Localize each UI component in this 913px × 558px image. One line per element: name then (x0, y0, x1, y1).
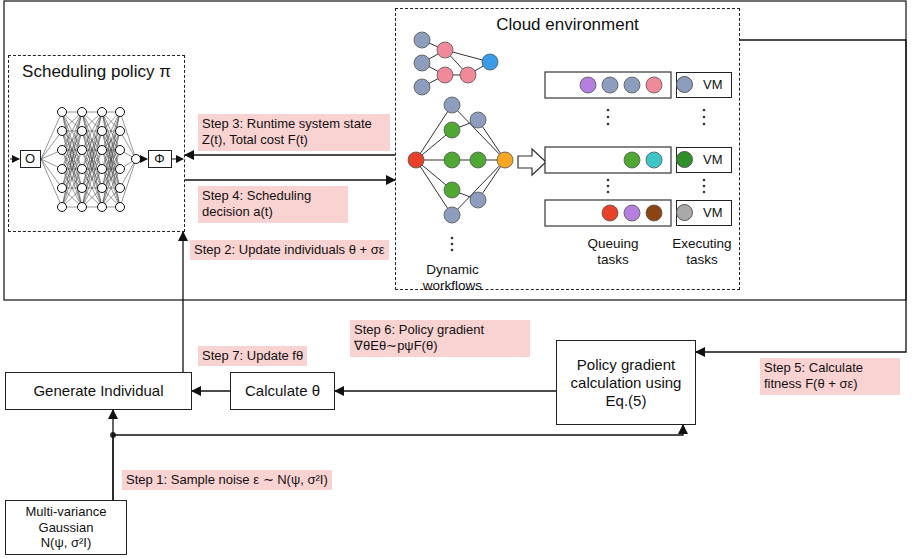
neuron (98, 184, 107, 193)
neuron (78, 108, 87, 117)
neuron (78, 165, 87, 174)
caption-label: Executing tasks (668, 236, 736, 268)
node-label: Calculate θ (245, 382, 320, 400)
node-label: VM (703, 205, 723, 221)
task-queues (545, 72, 671, 226)
group-title: Scheduling policy π (9, 62, 184, 82)
neuron (78, 146, 87, 155)
flow-arrow (185, 154, 395, 155)
flow-arrow (185, 179, 395, 180)
neuron (58, 127, 67, 136)
workflow-tasks (408, 32, 513, 223)
input-box: O (20, 150, 41, 168)
output-box: Φ (148, 150, 172, 168)
step-label: Step 7: Update fθ (198, 346, 307, 366)
neuron (58, 108, 67, 117)
neuron (58, 146, 67, 155)
neuron (98, 165, 107, 174)
group-title: Cloud environment (396, 15, 739, 35)
vm-box: VM (676, 200, 732, 226)
step-label: Step 1: Sample noise ε ∼ N(ψ, σ²I) (122, 470, 332, 490)
neuron (98, 108, 107, 117)
dispatch-arrow (518, 149, 546, 175)
queued-tasks (580, 77, 662, 221)
step-label: Step 4: Scheduling decision a(t) (198, 186, 348, 223)
process-box: Calculate θ (230, 372, 335, 410)
caption-label: Dynamic workflows (400, 262, 505, 294)
vm-task (676, 76, 693, 93)
neuron (116, 146, 125, 155)
node-label: Generate Individual (33, 382, 163, 400)
input-arrow (10, 159, 19, 160)
policy-box: Scheduling policy π O Φ (8, 55, 185, 232)
neuron (116, 108, 125, 117)
nn-weight (102, 150, 120, 207)
neuron (116, 127, 125, 136)
neuron (98, 203, 107, 212)
caption-label: Queuing tasks (578, 236, 648, 268)
step-label: Step 6: Policy gradient ∇θEθ∼pψF(θ) (350, 320, 530, 357)
process-box: Generate Individual (5, 372, 192, 410)
vm-task (676, 151, 693, 168)
flow-arrow (113, 425, 683, 500)
neuron (58, 184, 67, 193)
outer-frame (4, 1, 906, 300)
node-label: O (25, 151, 35, 167)
flow-arrow (335, 390, 556, 391)
step-label: Step 5: Calculate fitness F(θ + σε) (760, 358, 900, 395)
node-label: Policy gradient calculation using Eq.(5) (563, 356, 689, 410)
process-box: Policy gradient calculation using Eq.(5) (556, 340, 696, 425)
nn-weight (82, 112, 102, 207)
neuron (78, 184, 87, 193)
node-label: Multi-variance Gaussian (12, 504, 120, 535)
source-box: Multi-variance GaussianN(ψ, σ²I) (5, 500, 127, 555)
nn-weight (62, 112, 82, 207)
nn-input (41, 159, 62, 188)
output-arrow (140, 159, 147, 160)
neuron (58, 165, 67, 174)
neuron (78, 203, 87, 212)
neuron (58, 203, 67, 212)
flow-arrow (182, 232, 183, 372)
node-label: VM (703, 77, 723, 93)
vm-box: VM (676, 147, 732, 173)
neuron (98, 127, 107, 136)
nn-input (41, 131, 62, 159)
step-label: Step 3: Runtime system state Z(t), Total… (198, 114, 390, 151)
neuron (132, 155, 141, 164)
node-label: Φ (154, 151, 164, 167)
nn-weight (62, 150, 82, 207)
flow-arrow (192, 390, 230, 391)
node-label: VM (703, 152, 723, 168)
ellipsis-dots (110, 109, 705, 438)
nn-weight (82, 150, 102, 207)
neuron (116, 203, 125, 212)
nn-weight (102, 112, 120, 207)
neuron (98, 146, 107, 155)
nn-weight (102, 112, 120, 207)
nn-weight (82, 112, 102, 207)
neural-net (41, 108, 141, 212)
neuron (116, 165, 125, 174)
nn-weight (62, 112, 82, 207)
vm-box: VM (676, 72, 732, 98)
output-arrow (172, 159, 183, 160)
step-label: Step 2: Update individuals θ + σε (190, 240, 389, 260)
neuron (78, 127, 87, 136)
vm-task (676, 204, 693, 221)
node-label: N(ψ, σ²I) (41, 535, 92, 551)
neuron (116, 184, 125, 193)
